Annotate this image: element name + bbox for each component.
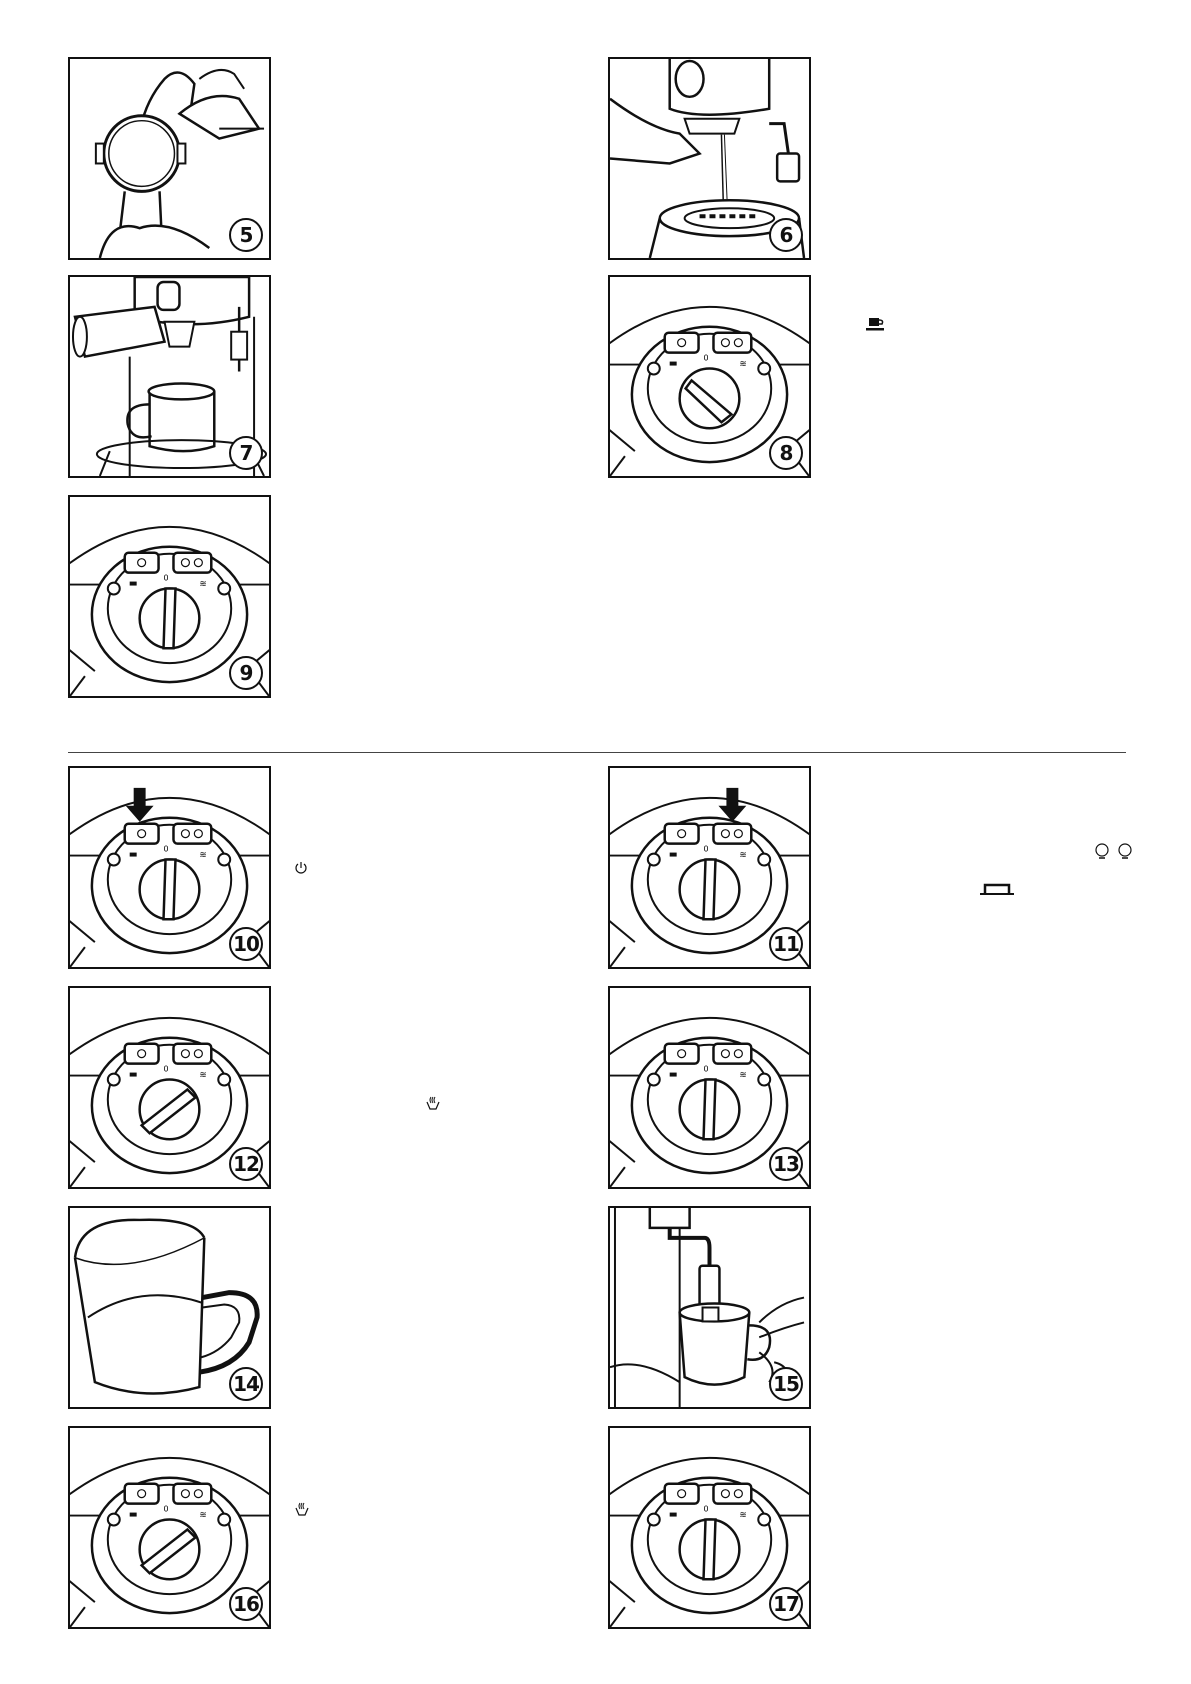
figure-5: 5 (68, 57, 271, 260)
figure-number: 13 (769, 1147, 803, 1181)
figure-14: 14 (68, 1206, 271, 1409)
figure-10: 10 (68, 766, 271, 969)
figure-number: 10 (229, 927, 263, 961)
figure-9: 9 (68, 495, 271, 698)
figure-number: 9 (229, 656, 263, 690)
section-divider (68, 752, 1126, 753)
temperature-icons (1093, 843, 1141, 864)
figure-number: 6 (769, 218, 803, 252)
figure-number: 12 (229, 1147, 263, 1181)
figure-13: 13 (608, 986, 811, 1189)
figure-number: 8 (769, 436, 803, 470)
ready-indicator-icon (980, 882, 1014, 899)
figure-11: 11 (608, 766, 811, 969)
figure-12: 12 (68, 986, 271, 1189)
figure-number: 15 (769, 1367, 803, 1401)
figure-number: 7 (229, 436, 263, 470)
coffee-cup-icon (865, 316, 889, 335)
figure-number: 17 (769, 1587, 803, 1621)
figure-6: 6 (608, 57, 811, 260)
figure-number: 5 (229, 218, 263, 252)
figure-15: 15 (608, 1206, 811, 1409)
figure-8: 8 (608, 275, 811, 478)
figure-number: 11 (769, 927, 803, 961)
figure-17: 17 (608, 1426, 811, 1629)
power-icon (294, 861, 308, 878)
steam-icon (294, 1502, 310, 1521)
figure-number: 14 (229, 1367, 263, 1401)
steam-icon (425, 1096, 441, 1115)
figure-number: 16 (229, 1587, 263, 1621)
figure-7: 7 (68, 275, 271, 478)
figure-16: 16 (68, 1426, 271, 1629)
